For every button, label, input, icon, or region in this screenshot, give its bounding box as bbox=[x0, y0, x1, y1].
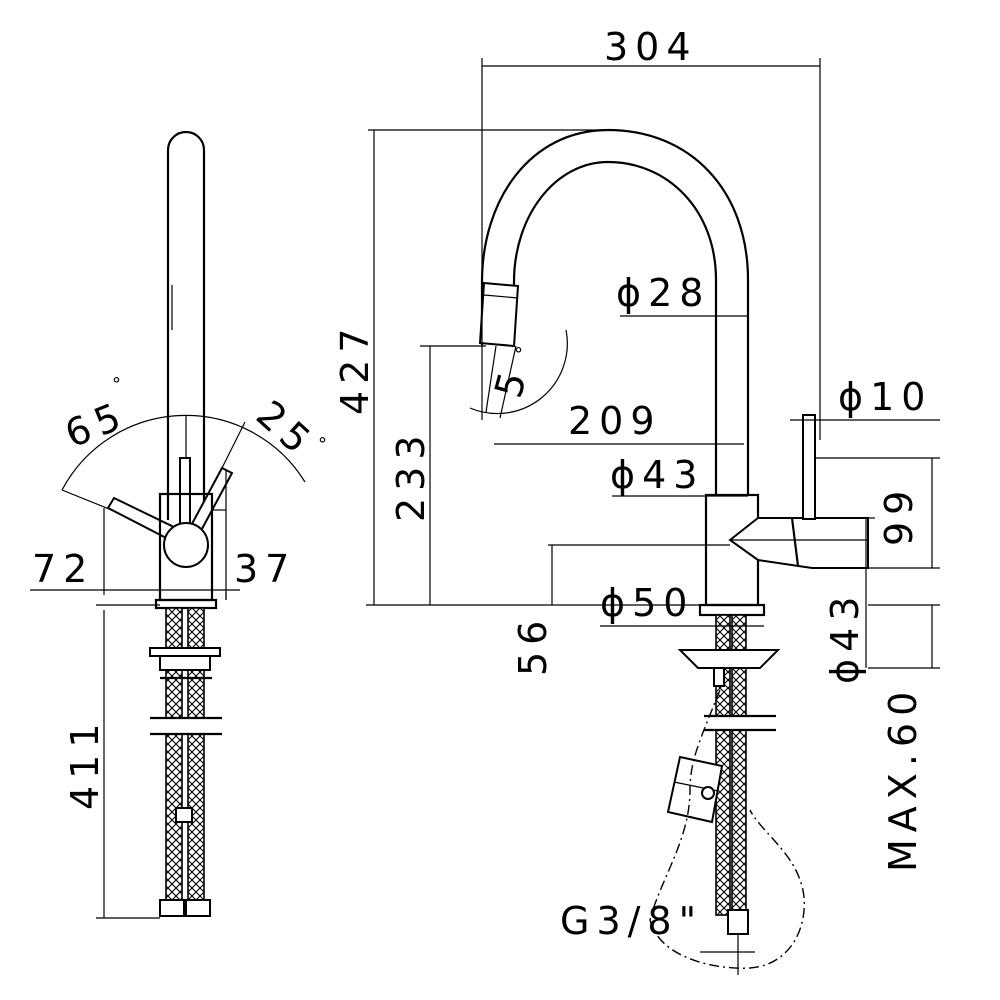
dim-spout-reach: 209 bbox=[568, 399, 662, 443]
dim-front-left-offset: 72 bbox=[32, 547, 94, 591]
dim-body-diameter-top: ϕ43 bbox=[610, 453, 704, 497]
dim-max-deck-thickness: MAX.60 bbox=[881, 685, 925, 872]
dim-lever-height: 99 bbox=[877, 484, 921, 546]
front-spout-tube bbox=[166, 130, 206, 520]
dim-lever-angle-right: 25 bbox=[248, 392, 324, 466]
degree-symbol-left: ° bbox=[112, 374, 121, 395]
spray-head bbox=[478, 281, 520, 348]
degree-symbol-tilt: ° bbox=[514, 344, 523, 365]
dim-base-diameter: ϕ50 bbox=[600, 581, 694, 625]
dim-connection-thread: G3/8" bbox=[560, 899, 703, 943]
front-view bbox=[30, 130, 306, 919]
side-view bbox=[366, 58, 940, 975]
lever-rotation-arc bbox=[61, 414, 306, 491]
degree-symbol-right: ° bbox=[318, 434, 327, 455]
spout-inner-curve bbox=[512, 160, 718, 495]
dim-hose-length: 411 bbox=[63, 716, 107, 810]
hose-counterweight bbox=[666, 755, 724, 824]
lever-handle bbox=[728, 517, 869, 569]
dim-body-diameter-side: ϕ43 bbox=[823, 590, 867, 684]
lever-stem bbox=[802, 414, 816, 520]
dim-spout-outlet-height: 233 bbox=[389, 428, 433, 522]
dim-overall-height: 427 bbox=[333, 321, 377, 415]
dim-lever-axis-height: 56 bbox=[511, 614, 555, 676]
dim-overall-reach: 304 bbox=[604, 25, 698, 69]
dim-spray-tilt: 5 bbox=[486, 361, 537, 403]
mounting-bracket bbox=[677, 649, 781, 669]
dim-spout-diameter: ϕ28 bbox=[616, 271, 710, 315]
spout-outer-curve bbox=[480, 128, 750, 495]
dim-lever-diameter: ϕ10 bbox=[838, 375, 932, 419]
front-cartridge bbox=[163, 522, 209, 568]
spray-tilt-arc bbox=[469, 329, 568, 415]
side-base bbox=[698, 603, 766, 617]
dim-front-right-offset: 37 bbox=[234, 547, 296, 591]
dim-lever-angle-left: 65 bbox=[59, 392, 133, 456]
